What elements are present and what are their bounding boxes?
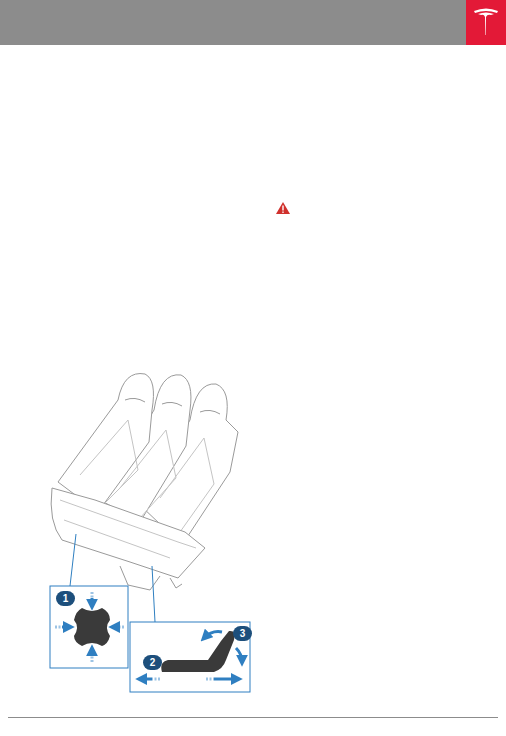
warning-icon: [276, 202, 290, 214]
seat-illustration: [51, 374, 238, 590]
callout-number: 3: [233, 626, 252, 641]
leader-line: [70, 534, 76, 586]
lumbar-inset: [50, 586, 128, 668]
logo-box: [466, 0, 506, 45]
tesla-logo: [474, 9, 498, 36]
callout-number: 2: [143, 655, 162, 670]
callout-number: 1: [56, 591, 75, 606]
footer-rule: [8, 717, 498, 718]
header-bar: [0, 0, 466, 45]
leader-line: [152, 566, 155, 622]
seat-adjust-inset: [130, 622, 250, 692]
